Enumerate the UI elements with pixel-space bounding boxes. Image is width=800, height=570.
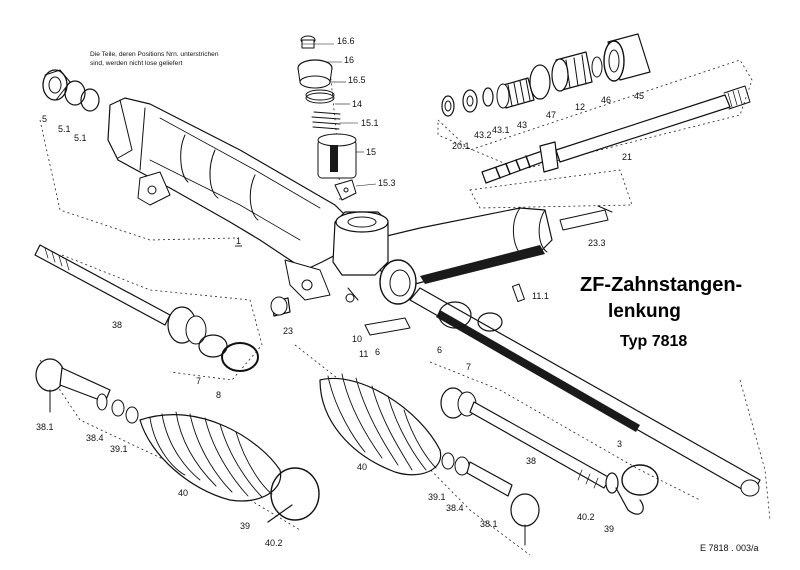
drawing-code: E 7818 . 003/a	[700, 543, 759, 553]
label-3: 3	[617, 439, 622, 449]
pinion-parts	[441, 33, 751, 303]
label-16-6: 16.6	[337, 36, 355, 46]
title-line-3: Typ 7818	[620, 333, 687, 350]
label-16: 16	[344, 55, 354, 65]
label-12: 12	[575, 102, 585, 112]
label-40-2-left: 40.2	[265, 538, 283, 548]
label-23-3: 23.3	[588, 238, 606, 248]
tie-rod-right	[440, 387, 659, 515]
label-10: 10	[352, 334, 362, 344]
label-38-1-middle: 38.1	[480, 519, 498, 529]
label-39-1-middle: 39.1	[428, 492, 446, 502]
label-38-1-left: 38.1	[36, 422, 54, 432]
label-20-1: 20.1	[452, 141, 470, 151]
label-8: 8	[216, 390, 221, 400]
rack-bar	[409, 287, 761, 497]
label-45: 45	[634, 91, 644, 101]
title-line-2: lenkung	[608, 301, 681, 322]
note-line-1: Die Teile, deren Positions Nrn. unterstr…	[90, 51, 219, 58]
part-labels: 5 5.1 5.1 1 16.6 16 16.5 14 15.1 15 15.3…	[36, 36, 644, 548]
title-line-1: ZF-Zahnstangen-	[580, 274, 742, 296]
label-11: 11	[359, 349, 368, 359]
leader-lines	[302, 43, 377, 187]
label-40-left: 40	[178, 488, 188, 498]
label-43-1: 43.1	[492, 125, 510, 135]
tie-rod-left	[34, 244, 259, 372]
diagram-title: ZF-Zahnstangen- lenkung Typ 7818	[580, 274, 742, 350]
bushing	[270, 296, 411, 336]
left-boot-assembly	[35, 358, 320, 523]
label-7-left: 7	[196, 376, 201, 386]
rack-housing	[107, 97, 553, 305]
label-5-1: 5.1	[58, 124, 71, 134]
label-39-right: 39	[604, 524, 614, 534]
label-5: 5	[42, 114, 47, 124]
label-15-3: 15.3	[378, 178, 396, 188]
label-47: 47	[546, 110, 556, 120]
label-38-left: 38	[112, 320, 122, 330]
label-38-4-left: 38.4	[86, 433, 104, 443]
label-38-4-middle: 38.4	[446, 503, 464, 513]
label-46: 46	[601, 95, 611, 105]
label-6-small: 6	[375, 347, 380, 357]
label-5-1-b: 5.1	[74, 133, 87, 143]
label-15-1: 15.1	[361, 118, 379, 128]
label-43: 43	[517, 120, 527, 130]
label-39-1-left: 39.1	[110, 444, 128, 454]
label-7-right: 7	[466, 362, 471, 372]
label-39-left: 39	[240, 521, 250, 531]
note-text: Die Teile, deren Positions Nrn. unterstr…	[90, 51, 219, 67]
label-14: 14	[352, 99, 362, 109]
label-40-2-right: 40.2	[577, 512, 595, 522]
middle-boot-assembly	[319, 373, 540, 546]
label-40-middle: 40	[357, 462, 367, 472]
label-43-2: 43.2	[474, 130, 492, 140]
label-11-1: 11.1	[532, 291, 549, 301]
label-38-right: 38	[526, 456, 536, 466]
left-end-rings	[42, 69, 100, 112]
label-1: 1	[236, 236, 241, 246]
label-16-5: 16.5	[348, 75, 366, 85]
label-21: 21	[622, 152, 632, 162]
label-23: 23	[283, 326, 293, 336]
note-line-2: sind, werden nicht lose geliefert	[90, 60, 183, 67]
label-15: 15	[366, 147, 376, 157]
label-6: 6	[437, 345, 442, 355]
